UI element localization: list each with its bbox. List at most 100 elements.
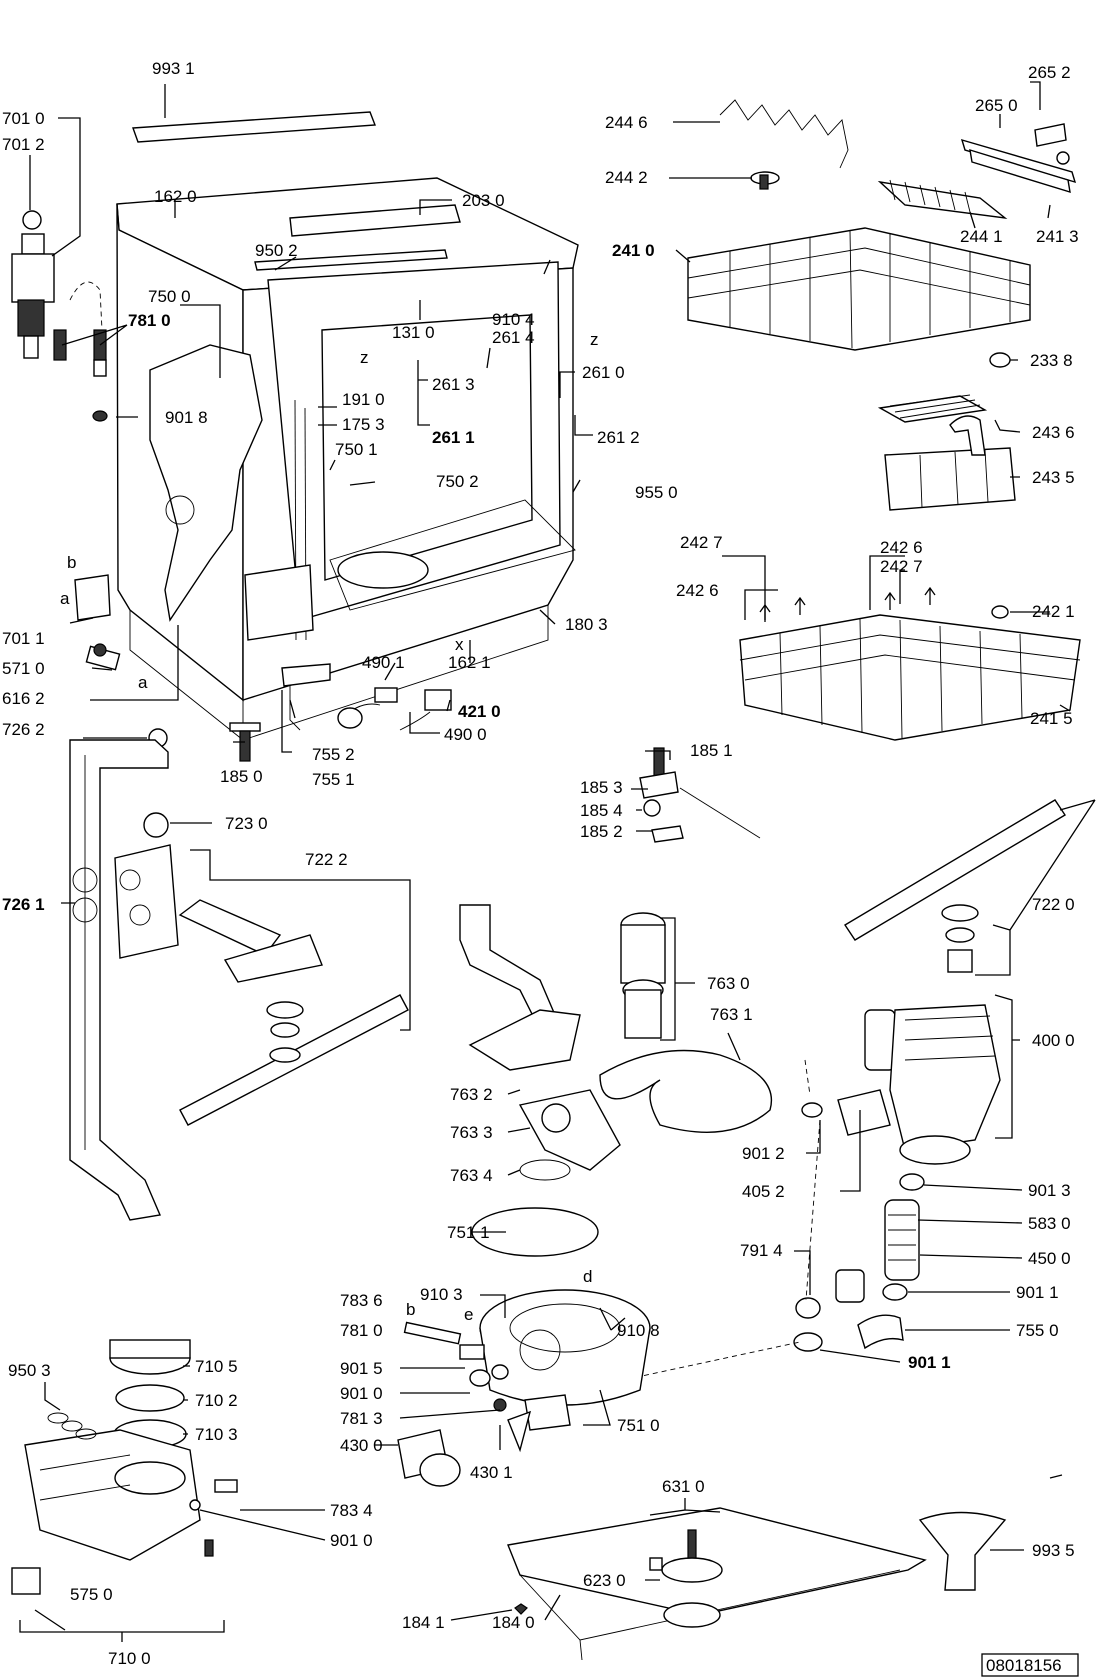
label-910-4: 910 4 bbox=[492, 310, 535, 329]
label-950-2: 950 2 bbox=[255, 241, 298, 260]
label-244-2: 244 2 bbox=[605, 168, 648, 187]
label-763-4: 763 4 bbox=[450, 1166, 493, 1185]
label-242-6-left: 242 6 bbox=[676, 581, 719, 600]
label-722-0: 722 0 bbox=[1032, 895, 1075, 914]
marker-e: e bbox=[464, 1305, 473, 1324]
label-184-0: 184 0 bbox=[492, 1613, 535, 1632]
filter-763-part bbox=[459, 904, 772, 1181]
label-781-3: 781 3 bbox=[340, 1409, 383, 1428]
label-243-5: 243 5 bbox=[1032, 468, 1075, 487]
dash-chain-a bbox=[599, 1059, 821, 1386]
label-131-0: 131 0 bbox=[392, 323, 435, 342]
leader-lines bbox=[29, 81, 1096, 1631]
label-185-4: 185 4 bbox=[580, 801, 623, 820]
fittings-783-part bbox=[403, 1321, 509, 1412]
clamp-901-3-part bbox=[899, 1173, 925, 1191]
label-755-1: 755 1 bbox=[312, 770, 355, 789]
label-901-2: 901 2 bbox=[742, 1144, 785, 1163]
label-405-2: 405 2 bbox=[742, 1182, 785, 1201]
label-791-4: 791 4 bbox=[740, 1241, 783, 1260]
label-993-1: 993 1 bbox=[152, 59, 195, 78]
label-910-3: 910 3 bbox=[420, 1285, 463, 1304]
cutlery-basket-243-part bbox=[877, 394, 1016, 511]
side-duct-750-0 bbox=[149, 344, 263, 622]
marker-b-upper: b bbox=[67, 553, 76, 572]
cup-shelf-244-1-part bbox=[877, 179, 1008, 220]
label-180-3: 180 3 bbox=[565, 615, 608, 634]
label-901-3: 901 3 bbox=[1028, 1181, 1071, 1200]
label-755-2: 755 2 bbox=[312, 745, 355, 764]
label-265-0: 265 0 bbox=[975, 96, 1018, 115]
sensor-571-0-part bbox=[85, 643, 121, 671]
label-421-0: 421 0 bbox=[458, 702, 501, 721]
clamp-901-1b-part bbox=[793, 1332, 823, 1352]
heater-450-0-part bbox=[835, 1199, 920, 1303]
label-722-2: 722 2 bbox=[305, 850, 348, 869]
runner-185-part bbox=[639, 747, 761, 843]
label-901-0-lower: 901 0 bbox=[330, 1531, 373, 1550]
label-261-3: 261 3 bbox=[432, 375, 475, 394]
label-631-0: 631 0 bbox=[662, 1477, 705, 1496]
marker-a-upper: a bbox=[60, 589, 70, 608]
label-242-6-right: 242 6 bbox=[880, 538, 923, 557]
label-261-0: 261 0 bbox=[582, 363, 625, 382]
label-430-1: 430 1 bbox=[470, 1463, 513, 1482]
label-191-0: 191 0 bbox=[342, 390, 385, 409]
label-750-2: 750 2 bbox=[436, 472, 479, 491]
label-261-1: 261 1 bbox=[432, 428, 475, 447]
label-242-1: 242 1 bbox=[1032, 602, 1075, 621]
label-241-3: 241 3 bbox=[1036, 227, 1079, 246]
bracket-755-1-part bbox=[289, 686, 301, 731]
label-783-6: 783 6 bbox=[340, 1291, 383, 1310]
label-901-5: 901 5 bbox=[340, 1359, 383, 1378]
label-185-2: 185 2 bbox=[580, 822, 623, 841]
label-723-0: 723 0 bbox=[225, 814, 268, 833]
marker-b-lower: b bbox=[406, 1300, 415, 1319]
bracket-755-part bbox=[281, 663, 331, 687]
label-175-3: 175 3 bbox=[342, 415, 385, 434]
label-781-0-top: 781 0 bbox=[128, 311, 171, 330]
label-242-7-right: 242 7 bbox=[880, 557, 923, 576]
label-763-1: 763 1 bbox=[710, 1005, 753, 1024]
foot-185-0-part bbox=[229, 722, 261, 762]
hose-755-0-part bbox=[857, 1314, 904, 1350]
up-arrows bbox=[759, 586, 936, 622]
label-710-2: 710 2 bbox=[195, 1391, 238, 1410]
label-184-1: 184 1 bbox=[402, 1613, 445, 1632]
label-203-0: 203 0 bbox=[462, 191, 505, 210]
cover-430-1-part bbox=[507, 1410, 532, 1453]
connector-781-part bbox=[53, 329, 107, 377]
salt-container-710-part bbox=[24, 1339, 238, 1561]
top-strip-part bbox=[132, 111, 376, 143]
label-490-1: 490 1 bbox=[362, 653, 405, 672]
lower-basket-241-5-part bbox=[739, 614, 1081, 741]
clamp-901-2-part bbox=[801, 1102, 823, 1118]
label-242-7-left: 242 7 bbox=[680, 533, 723, 552]
tub-cabinet-part bbox=[116, 177, 579, 741]
label-750-1: 750 1 bbox=[335, 440, 378, 459]
upper-spray-arm-722-0-part bbox=[844, 799, 1066, 973]
label-185-3: 185 3 bbox=[580, 778, 623, 797]
label-901-1-upper: 901 1 bbox=[1016, 1283, 1059, 1302]
bracket-701-1-part bbox=[74, 574, 111, 621]
marker-d: d bbox=[583, 1267, 592, 1286]
label-701-2: 701 2 bbox=[2, 135, 45, 154]
label-243-6: 243 6 bbox=[1032, 423, 1075, 442]
label-755-0: 755 0 bbox=[1016, 1321, 1059, 1340]
label-781-0-lower: 781 0 bbox=[340, 1321, 383, 1340]
funnel-993-5-part bbox=[918, 1511, 1007, 1591]
nut-723-0-part bbox=[143, 812, 169, 838]
label-490-0: 490 0 bbox=[444, 725, 487, 744]
sensor-575-0-part bbox=[11, 1567, 41, 1595]
clip-901-8-part bbox=[92, 410, 108, 422]
label-244-1: 244 1 bbox=[960, 227, 1003, 246]
marker-z-left: z bbox=[360, 348, 369, 367]
clamp-901-1a-part bbox=[882, 1283, 908, 1301]
label-261-2: 261 2 bbox=[597, 428, 640, 447]
label-763-3: 763 3 bbox=[450, 1123, 493, 1142]
lower-spray-arm-722-2-part bbox=[114, 844, 409, 1126]
label-583-0: 583 0 bbox=[1028, 1214, 1071, 1233]
label-950-3: 950 3 bbox=[8, 1361, 51, 1380]
label-616-2: 616 2 bbox=[2, 689, 45, 708]
